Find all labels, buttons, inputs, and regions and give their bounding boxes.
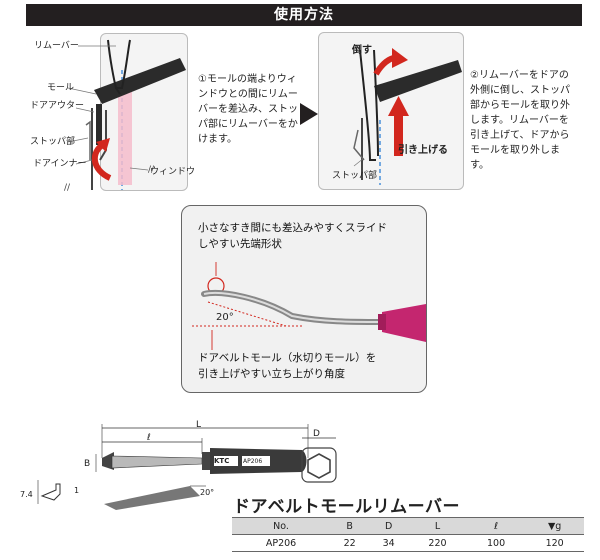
- col-l: L: [408, 517, 467, 535]
- callout-top-line2: しやすい先端形状: [198, 238, 282, 250]
- svg-text://: //: [148, 165, 155, 175]
- next-step-arrow-icon: [300, 103, 318, 125]
- table-header-row: No. B D L ℓ ▼g: [232, 517, 584, 535]
- col-no: No.: [232, 517, 331, 535]
- label-window: ウィンドウ: [150, 167, 196, 177]
- dim-l: ℓ: [147, 433, 151, 443]
- cell-l: 220: [408, 534, 467, 552]
- tip-closeup-illustration: [192, 262, 426, 350]
- cell-weight: 120: [525, 534, 584, 552]
- handle-brand-logo: KTC: [214, 457, 230, 465]
- col-weight: ▼g: [525, 517, 584, 535]
- dim-tip-height: 7.4: [20, 490, 33, 499]
- dim-B: B: [84, 459, 91, 469]
- dimension-drawing: [37, 424, 337, 510]
- cell-b: 22: [330, 534, 370, 552]
- label-door-inner: ドアインナー: [33, 159, 87, 169]
- col-b: B: [330, 517, 370, 535]
- dim-L: L: [196, 420, 202, 430]
- product-title: ドアベルトモールリムーバー: [233, 497, 460, 517]
- col-d: D: [369, 517, 409, 535]
- dim-tip-thickness: 1: [74, 486, 80, 495]
- cell-d: 34: [369, 534, 409, 552]
- step1-illustration: // //: [64, 39, 186, 193]
- label-remover: リムーバー: [34, 41, 79, 51]
- svg-text://: //: [64, 183, 71, 193]
- callout-top-line1: 小さなすき間にも差込みやすくスライド: [198, 222, 387, 234]
- label-tilt: 倒す: [352, 45, 372, 56]
- label-mold: モール: [47, 83, 75, 93]
- callout-bottom-line2: 引き上げやすい立ち上がり角度: [198, 368, 345, 380]
- dim-D: D: [313, 429, 320, 439]
- dim-angle: 20°: [200, 488, 215, 497]
- spec-table: No. B D L ℓ ▼g AP206 22 34 220 100 120: [232, 517, 584, 552]
- col-ell: ℓ: [466, 517, 526, 535]
- step1-description: ①モールの端よりウィンドウとの間にリムーバーを差込み、ストッパ部にリムーバーをか…: [198, 74, 298, 145]
- label-stopper-2: ストッパ部: [332, 171, 378, 181]
- cell-ell: 100: [466, 534, 526, 552]
- label-pull-up: 引き上げる: [398, 145, 448, 156]
- label-stopper: ストッパ部: [30, 137, 76, 147]
- label-door-outer: ドアアウター: [30, 101, 85, 111]
- callout-bottom-line1: ドアベルトモール（水切りモール）を: [198, 352, 377, 364]
- table-row: AP206 22 34 220 100 120: [232, 534, 584, 552]
- callout-angle: 20°: [216, 312, 234, 323]
- tip-feature-callout: [181, 205, 427, 393]
- cell-no: AP206: [232, 534, 331, 552]
- step1-panel: [100, 33, 188, 191]
- section-header: 使用方法: [26, 4, 582, 26]
- step2-description: ②リムーバーをドアの外側に倒し、ストッパ部からモールを取り外します。リムーバーを…: [470, 70, 570, 171]
- handle-model-mark: AP206: [243, 458, 263, 465]
- step2-illustration: [353, 48, 462, 185]
